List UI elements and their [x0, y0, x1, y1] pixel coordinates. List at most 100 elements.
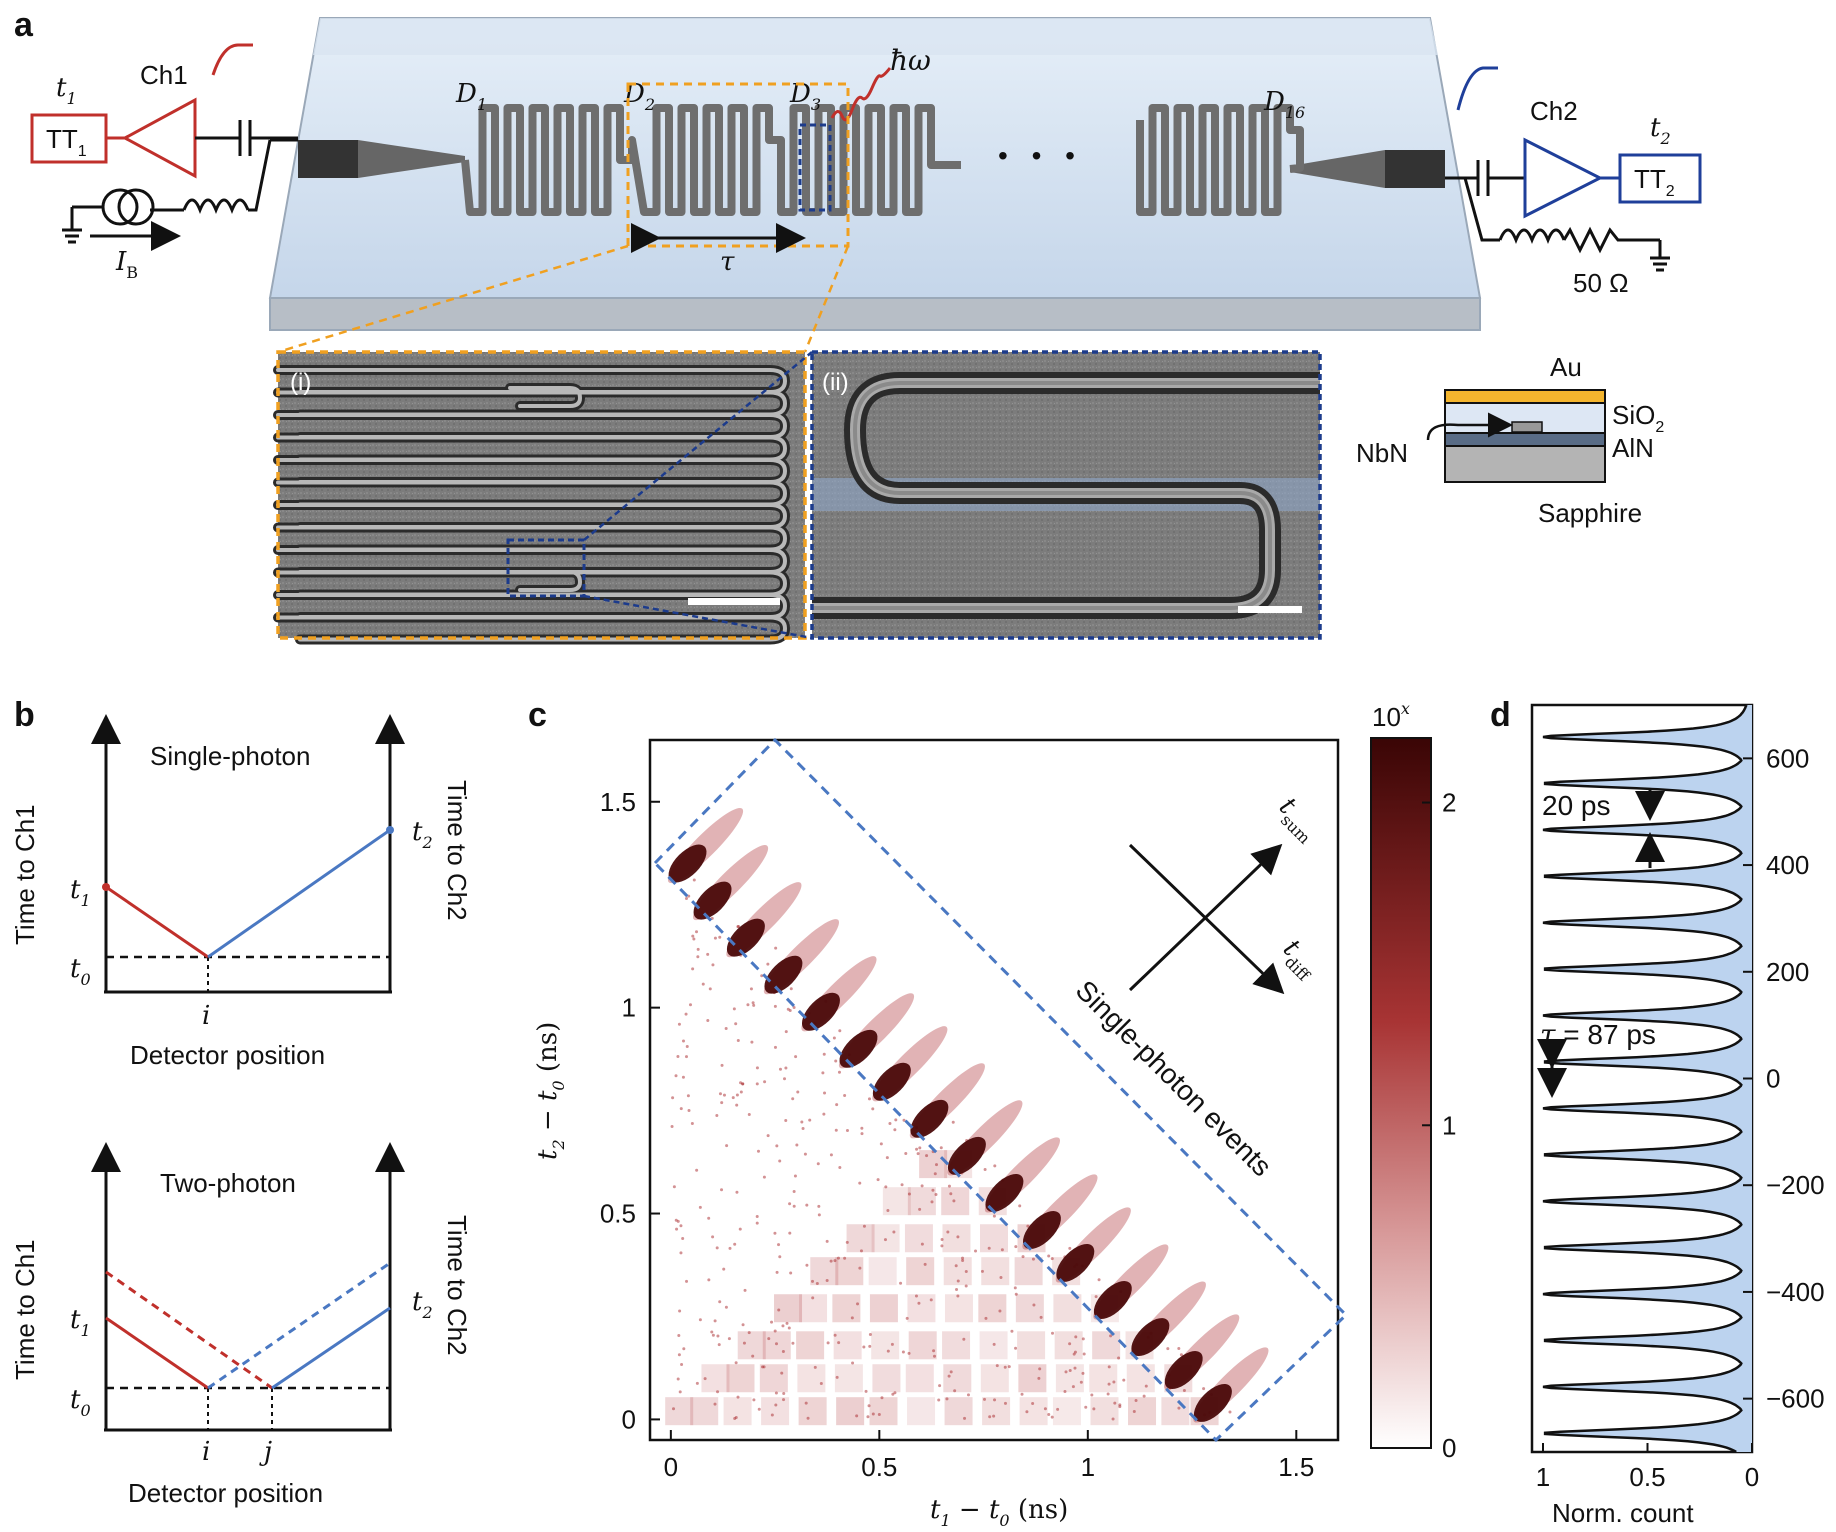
c-event-point: [780, 1371, 784, 1375]
c-cluster-11: [1022, 1211, 1061, 1249]
c-event-point: [774, 946, 778, 950]
c-background-cell: [871, 1331, 900, 1360]
c-event-point: [962, 1337, 966, 1341]
d-histogram-fill: [1543, 705, 1752, 1452]
c-event-point: [782, 1392, 786, 1396]
c-event-point: [718, 1092, 722, 1096]
c-event-point: [781, 1324, 785, 1328]
c-event-point: [868, 1344, 872, 1348]
c-event-point: [1018, 1204, 1022, 1208]
c-event-point: [734, 1361, 738, 1365]
b-bottom-t2: t2: [412, 1287, 433, 1322]
c-background-cell: [942, 1331, 971, 1360]
c-event-point: [724, 1305, 728, 1309]
c-background-cell: [1015, 1294, 1044, 1323]
c-event-point: [755, 1221, 759, 1225]
c-event-point: [766, 962, 770, 966]
c-event-point: [963, 1416, 967, 1420]
c-event-point: [1056, 1407, 1060, 1411]
c-background-cell: [690, 1397, 719, 1426]
c-event-point: [1081, 1371, 1085, 1375]
c-event-point: [819, 1382, 823, 1386]
c-event-point: [687, 1108, 691, 1112]
c-event-point: [1144, 1384, 1148, 1388]
c-event-point: [787, 1326, 791, 1330]
c-xtick-label: 1.5: [1278, 1452, 1314, 1482]
c-event-point: [677, 1334, 681, 1338]
c-event-point: [822, 1112, 826, 1116]
c-event-point: [815, 1282, 819, 1286]
c-event-point: [949, 1370, 953, 1374]
c-event-point: [677, 1022, 681, 1026]
c-event-point: [864, 1389, 868, 1393]
c-event-point: [1166, 1347, 1170, 1351]
c-event-point: [929, 1298, 933, 1302]
c-event-point: [836, 1256, 840, 1260]
c-event-point: [867, 1404, 871, 1408]
c-event-point: [1020, 1392, 1024, 1396]
c-event-point: [792, 1005, 796, 1009]
c-event-point: [920, 1184, 924, 1188]
c-background-cell: [980, 1224, 1008, 1253]
c-event-point: [886, 1208, 890, 1212]
c-event-point: [684, 1012, 688, 1016]
c-event-point: [792, 1204, 796, 1208]
c-event-point: [833, 1259, 837, 1263]
c-event-point: [1021, 1255, 1025, 1259]
c-event-point: [952, 1199, 956, 1203]
c-event-point: [672, 1185, 676, 1189]
c-background-cell: [906, 1257, 935, 1286]
ch1-label: Ch1: [140, 60, 188, 90]
c-event-point: [741, 1323, 745, 1327]
c-event-point: [703, 1377, 707, 1381]
c-event-point: [974, 1249, 978, 1253]
c-event-point: [783, 1077, 787, 1081]
c-event-point: [793, 1174, 797, 1178]
c-event-point: [1074, 1335, 1078, 1339]
panel-label-b: b: [14, 696, 35, 734]
detector-label-16: D16: [1263, 87, 1305, 122]
detector-label-3: D3: [789, 79, 821, 114]
b-top-ylabel-left: Time to Ch1: [10, 804, 40, 945]
detector-labels: D1 D2 D3 D16 • • •: [455, 79, 1305, 171]
layer-stack: Au SiO2 AlN NbN Sapphire: [1356, 352, 1664, 528]
c-event-point: [1092, 1407, 1096, 1411]
detector-label-1: D1: [455, 79, 487, 114]
c-event-point: [713, 1319, 717, 1323]
c-event-point: [720, 1101, 724, 1105]
c-event-point: [805, 1263, 809, 1267]
c-background-cell: [1054, 1331, 1083, 1360]
c-cluster-12: [1056, 1243, 1095, 1282]
c-event-point: [773, 1329, 777, 1333]
c-event-point: [902, 1118, 906, 1122]
c-event-point: [862, 1224, 866, 1228]
c-event-point: [883, 1238, 887, 1242]
c-event-point: [774, 1403, 778, 1407]
c-event-point: [785, 1321, 789, 1325]
c-event-point: [817, 1204, 821, 1208]
c-event-point: [757, 1407, 761, 1411]
b-bottom-ylabel-right: Time to Ch2: [442, 1215, 472, 1356]
c-event-point: [835, 1375, 839, 1379]
c-event-point: [811, 1279, 815, 1283]
c-event-point: [1037, 1376, 1041, 1380]
c-event-point: [1107, 1365, 1111, 1369]
c-cluster-10: [985, 1173, 1024, 1212]
c-event-point: [736, 925, 740, 929]
c-event-point: [1063, 1390, 1067, 1394]
c-event-point: [1182, 1388, 1186, 1392]
c-event-point: [1112, 1380, 1116, 1384]
c-event-point: [1179, 1353, 1183, 1357]
c-xtick-label: 0: [664, 1452, 678, 1482]
c-event-point: [829, 1153, 833, 1157]
c-event-point: [732, 1007, 736, 1011]
c-background-cell: [1161, 1397, 1190, 1426]
c-event-point: [773, 1004, 777, 1008]
c-background-cell: [1092, 1331, 1121, 1360]
colorbar-tick-label: 0: [1442, 1433, 1456, 1463]
c-event-point: [752, 1398, 756, 1402]
c-event-point: [734, 1022, 738, 1026]
c-event-point: [731, 1096, 735, 1100]
c-background-cell: [835, 1257, 864, 1286]
